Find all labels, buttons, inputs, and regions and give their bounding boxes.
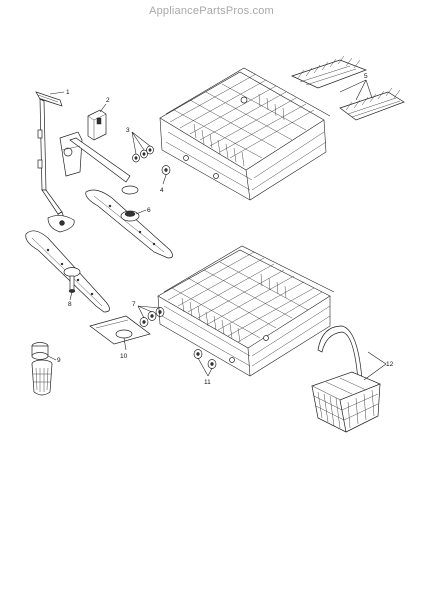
callout-6: 6 (147, 207, 151, 214)
part-8-lower-spray-arm[interactable] (25, 230, 110, 313)
callout-4: 4 (160, 187, 164, 194)
callout-12: 12 (386, 361, 394, 368)
part-2-bracket[interactable] (87, 109, 107, 141)
part-7-rack-rollers[interactable] (139, 307, 165, 327)
callout-7: 7 (132, 301, 136, 308)
part-6-upper-spray-arm[interactable] (85, 185, 173, 259)
callout-11: 11 (204, 379, 211, 386)
callout-5: 5 (364, 73, 368, 80)
upper-dish-rack[interactable] (159, 67, 331, 201)
part-11-rollers[interactable] (193, 349, 217, 369)
part-9-filter-cup[interactable] (31, 342, 53, 396)
callout-numbers: 1 2 3 4 5 6 7 8 9 10 11 12 (57, 73, 394, 386)
upper-spray-feed[interactable] (59, 131, 131, 183)
part-5-tine-rows[interactable] (291, 55, 405, 121)
callout-2: 2 (106, 97, 110, 104)
part-10-filter-plate[interactable] (89, 315, 151, 345)
leader-lines (47, 79, 387, 381)
part-3-rack-rollers[interactable] (132, 145, 154, 163)
part-1-feed-tube[interactable] (35, 91, 75, 233)
callout-8: 8 (68, 301, 72, 308)
watermark: AppliancePartsPros.com (149, 5, 274, 17)
callout-10: 10 (120, 353, 128, 360)
callout-9: 9 (57, 357, 61, 364)
part-4-roller[interactable] (161, 165, 171, 175)
callout-1: 1 (66, 89, 70, 96)
part-12-cutlery-basket[interactable] (311, 325, 381, 433)
callout-3: 3 (126, 127, 130, 134)
lower-dish-rack[interactable] (157, 245, 335, 377)
